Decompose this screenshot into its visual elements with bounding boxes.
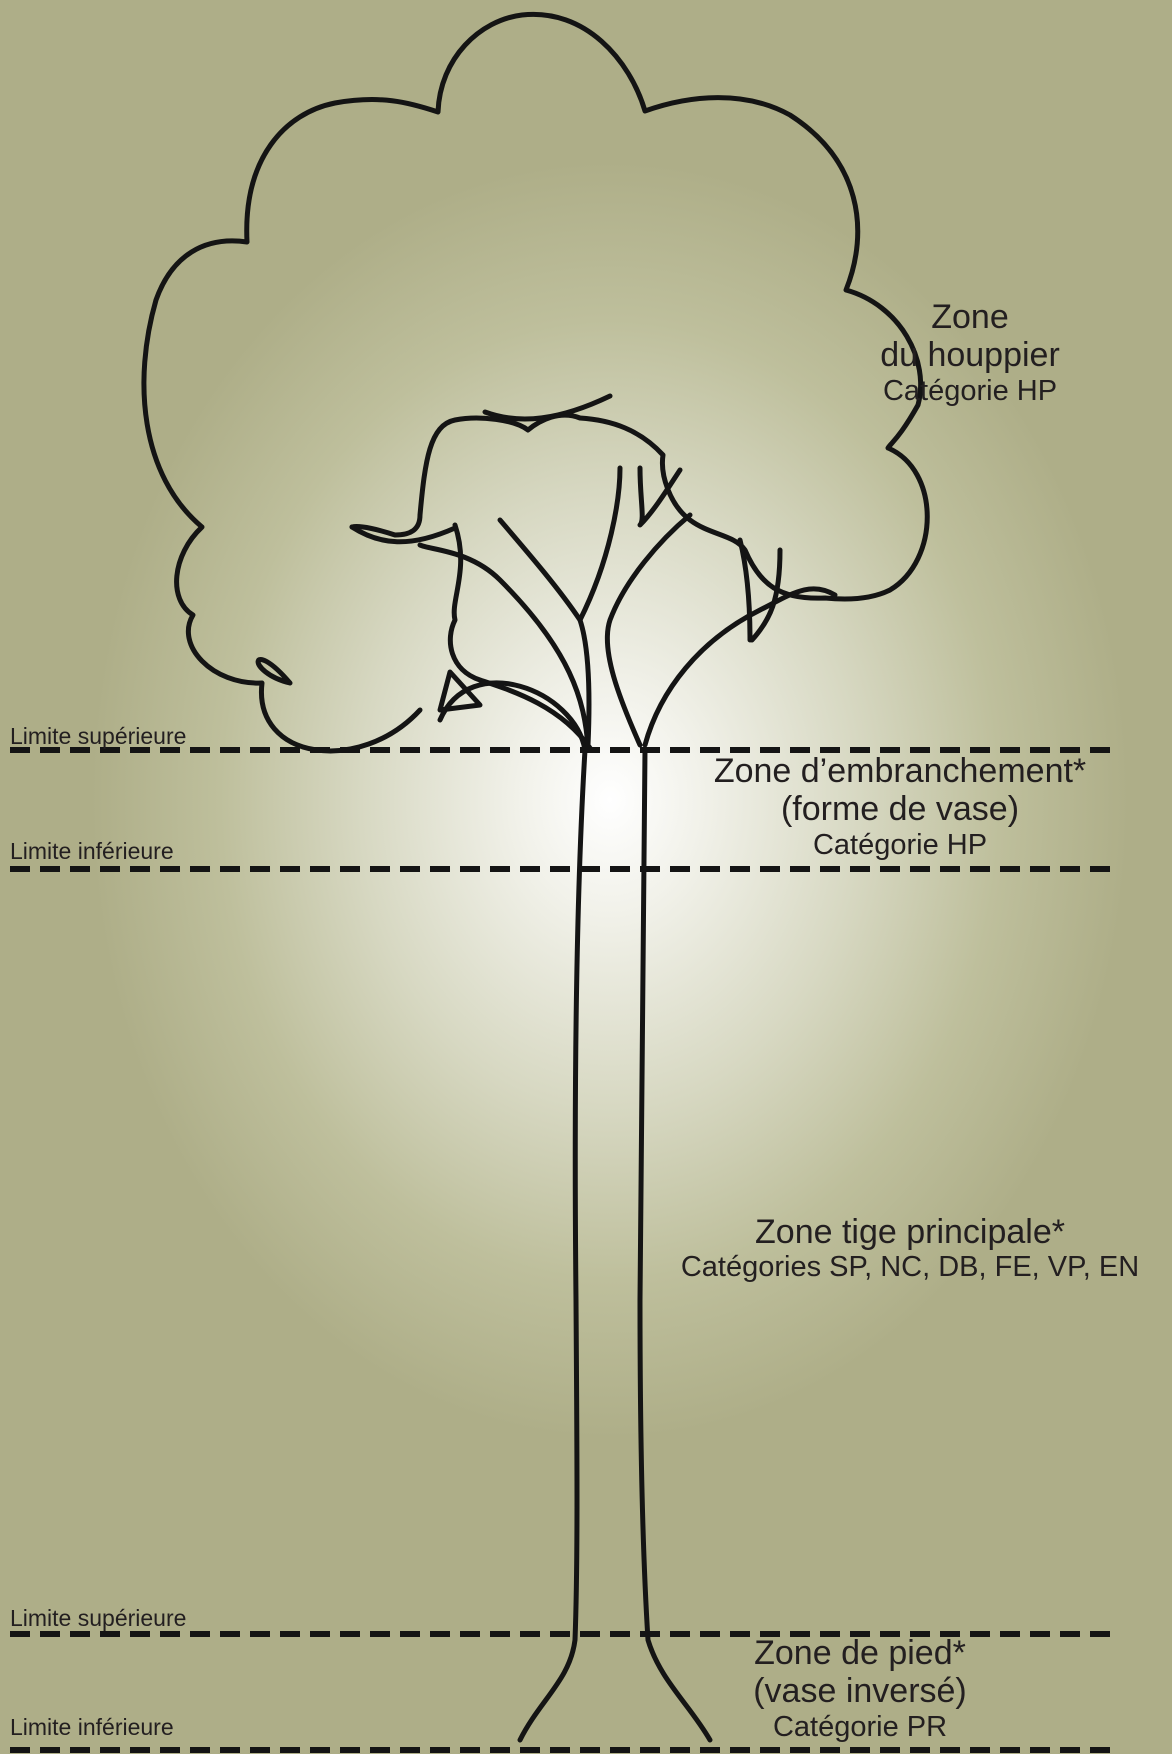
limit-pied-upper-label: Limite supérieure — [10, 1605, 186, 1632]
zone-houppier-category: Catégorie HP — [860, 375, 1080, 408]
zone-houppier-title: Zone — [860, 298, 1080, 336]
limit-pied-lower-label: Limite inférieure — [10, 1714, 174, 1741]
zone-pied-label: Zone de pied* (vase inversé) Catégorie P… — [690, 1634, 1030, 1744]
zone-houppier-label: Zone du houppier Catégorie HP — [860, 298, 1080, 408]
limit-embranchement-upper-label: Limite supérieure — [10, 723, 186, 750]
zone-embranchement-category: Catégorie HP — [650, 829, 1150, 862]
branch-right — [645, 589, 835, 745]
zone-tige-title: Zone tige principale* — [650, 1213, 1170, 1251]
trunk-left-edge — [520, 750, 585, 1740]
limit-embranchement-lower-label: Limite inférieure — [10, 838, 174, 865]
zone-houppier-subtitle: du houppier — [860, 336, 1080, 374]
zone-pied-title: Zone de pied* — [690, 1634, 1030, 1672]
zone-embranchement-title: Zone d’embranchement* — [650, 752, 1150, 790]
canopy-outline — [144, 14, 927, 751]
branch-center-left — [580, 468, 620, 620]
zone-tige-label: Zone tige principale* Catégories SP, NC,… — [650, 1213, 1170, 1284]
zone-pied-subtitle: (vase inversé) — [690, 1672, 1030, 1710]
zone-pied-category: Catégorie PR — [690, 1711, 1030, 1744]
zone-embranchement-label: Zone d’embranchement* (forme de vase) Ca… — [650, 752, 1150, 862]
branch-center — [607, 515, 690, 745]
zone-tige-category: Catégories SP, NC, DB, FE, VP, EN — [650, 1251, 1170, 1284]
branch-center-right — [640, 468, 680, 525]
zone-embranchement-subtitle: (forme de vase) — [650, 790, 1150, 828]
